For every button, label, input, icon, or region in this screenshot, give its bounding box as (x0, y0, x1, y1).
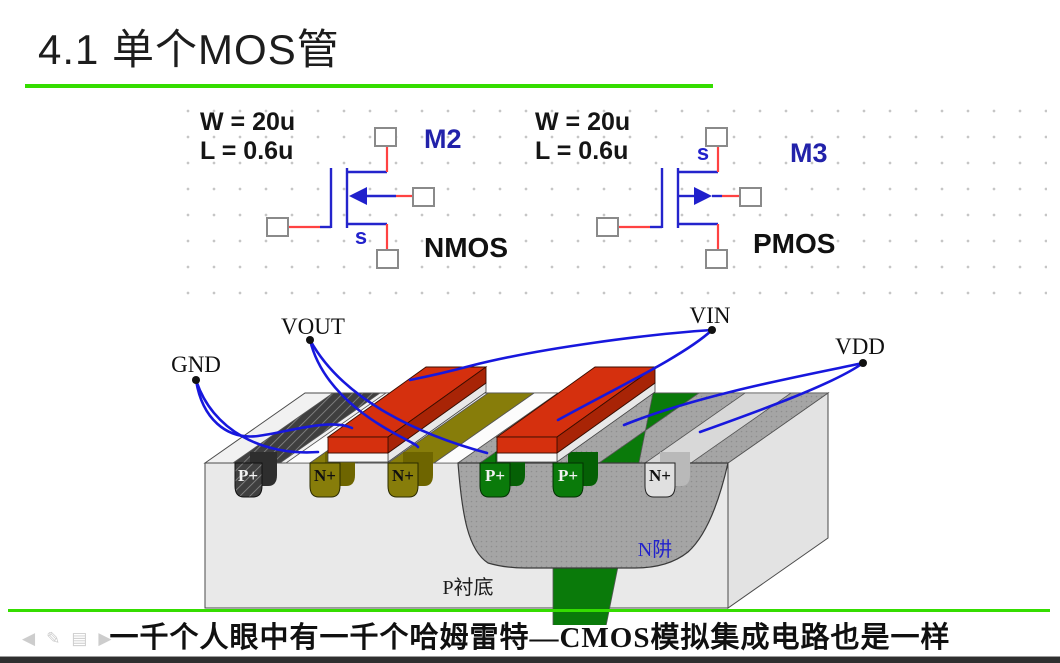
n-plus-well-tie-region (644, 462, 676, 498)
pmos-source-terminal-box (705, 127, 728, 147)
gnd-to-nmos-source-wire (194, 378, 320, 454)
next-slide-button[interactable]: ▶ (98, 629, 112, 648)
presenter-controls: ◀ ✎ ▤ ▶ (22, 629, 111, 649)
front-face-diffusions (234, 452, 433, 498)
p-plus-substrate-tie (234, 462, 263, 498)
cmos-cross-section: P+ N+ N+ P+ P+ N+ N阱 P衬底 GND V (171, 303, 885, 625)
vdd-to-well-tie-wire (698, 361, 865, 434)
terminal-labels: GND VOUT VIN VDD (171, 303, 885, 377)
nmos-name-label: M2 (424, 124, 462, 154)
slide-title: 4.1 单个MOS管 (38, 26, 340, 73)
p-plus-tie-label: P+ (238, 466, 258, 485)
vout-label: VOUT (281, 314, 345, 339)
pmos-gate-terminal-box (596, 217, 619, 237)
nmos-gate-terminal-box (266, 217, 289, 237)
nmos-drain-terminal-box (374, 127, 397, 147)
n-plus-well-tie-label: N+ (649, 466, 671, 485)
gate-poly-front (496, 436, 558, 454)
vdd-terminal-dot (859, 359, 867, 367)
vout-terminal-dot (306, 336, 314, 344)
footer-quote: 一千个人眼中有一千个哈姆雷特—CMOS模拟集成电路也是一样 (109, 622, 951, 654)
nmos-type-label: NMOS (424, 232, 508, 263)
n-plus-source-label: N+ (314, 466, 336, 485)
region-labels: P+ N+ N+ P+ P+ N+ N阱 P衬底 (238, 466, 672, 599)
vdd-label: VDD (835, 334, 885, 359)
gnd-to-ptie-wire (194, 378, 354, 438)
transistor-schematics: W = 20u L = 0.6u M2 NMOS s W = 20u L = 0… (200, 108, 835, 269)
gnd-terminal-dot (192, 376, 200, 384)
title-underline (25, 84, 713, 88)
pmos-length-label: L = 0.6u (535, 137, 628, 165)
n-plus-drain-label: N+ (392, 466, 414, 485)
pmos-bulk-terminal-box (739, 187, 762, 207)
window-bottom-edge (0, 656, 1060, 663)
n-well-label: N阱 (638, 538, 672, 561)
previous-slide-button[interactable]: ◀ (22, 629, 36, 648)
pmos-name-label: M3 (790, 138, 828, 168)
gate-oxide-front (327, 452, 389, 463)
nmos-source-terminal-box (376, 249, 399, 269)
terminal-wires (192, 326, 867, 455)
pmos-drain-terminal-box (705, 249, 728, 269)
footer-divider-line (8, 609, 1050, 612)
nmos-width-label: W = 20u (200, 108, 295, 136)
vout-to-pmos-drain-wire (308, 338, 489, 455)
p-plus-source-label: P+ (558, 466, 578, 485)
gnd-label: GND (171, 352, 221, 377)
nmos-source-label: s (355, 224, 367, 249)
p-substrate-label: P衬底 (442, 576, 493, 599)
n-plus-source-region (309, 462, 341, 498)
p-plus-source-region (552, 462, 584, 498)
gate-poly-front (327, 436, 389, 454)
schematic-grid-background (175, 98, 1047, 298)
vin-to-pmos-gate-wire (556, 328, 714, 422)
pmos-gate-stack (495, 366, 657, 463)
slide-menu-button[interactable]: ▤ (71, 629, 88, 648)
n-plus-drain-region (387, 462, 419, 498)
vin-label: VIN (690, 303, 731, 328)
pmos-width-label: W = 20u (535, 108, 630, 136)
pen-tool-button[interactable]: ✎ (46, 629, 61, 648)
pmos-type-label: PMOS (753, 228, 835, 259)
p-plus-drain-label: P+ (485, 466, 505, 485)
vdd-to-pmos-source-wire (622, 361, 865, 427)
nmos-length-label: L = 0.6u (200, 137, 293, 165)
pmos-symbol: W = 20u L = 0.6u M3 PMOS s (535, 108, 835, 269)
vout-to-nmos-drain-wire (308, 338, 420, 449)
p-plus-drain-region (479, 462, 511, 498)
nmos-bulk-terminal-box (412, 187, 435, 207)
gate-oxide-front (496, 452, 558, 463)
nmos-bulk-arrow-icon (349, 187, 367, 205)
vin-terminal-dot (708, 326, 716, 334)
vin-to-nmos-gate-wire (408, 328, 714, 382)
pmos-bulk-arrow-icon (694, 187, 712, 205)
nmos-symbol: W = 20u L = 0.6u M2 NMOS s (200, 108, 508, 269)
